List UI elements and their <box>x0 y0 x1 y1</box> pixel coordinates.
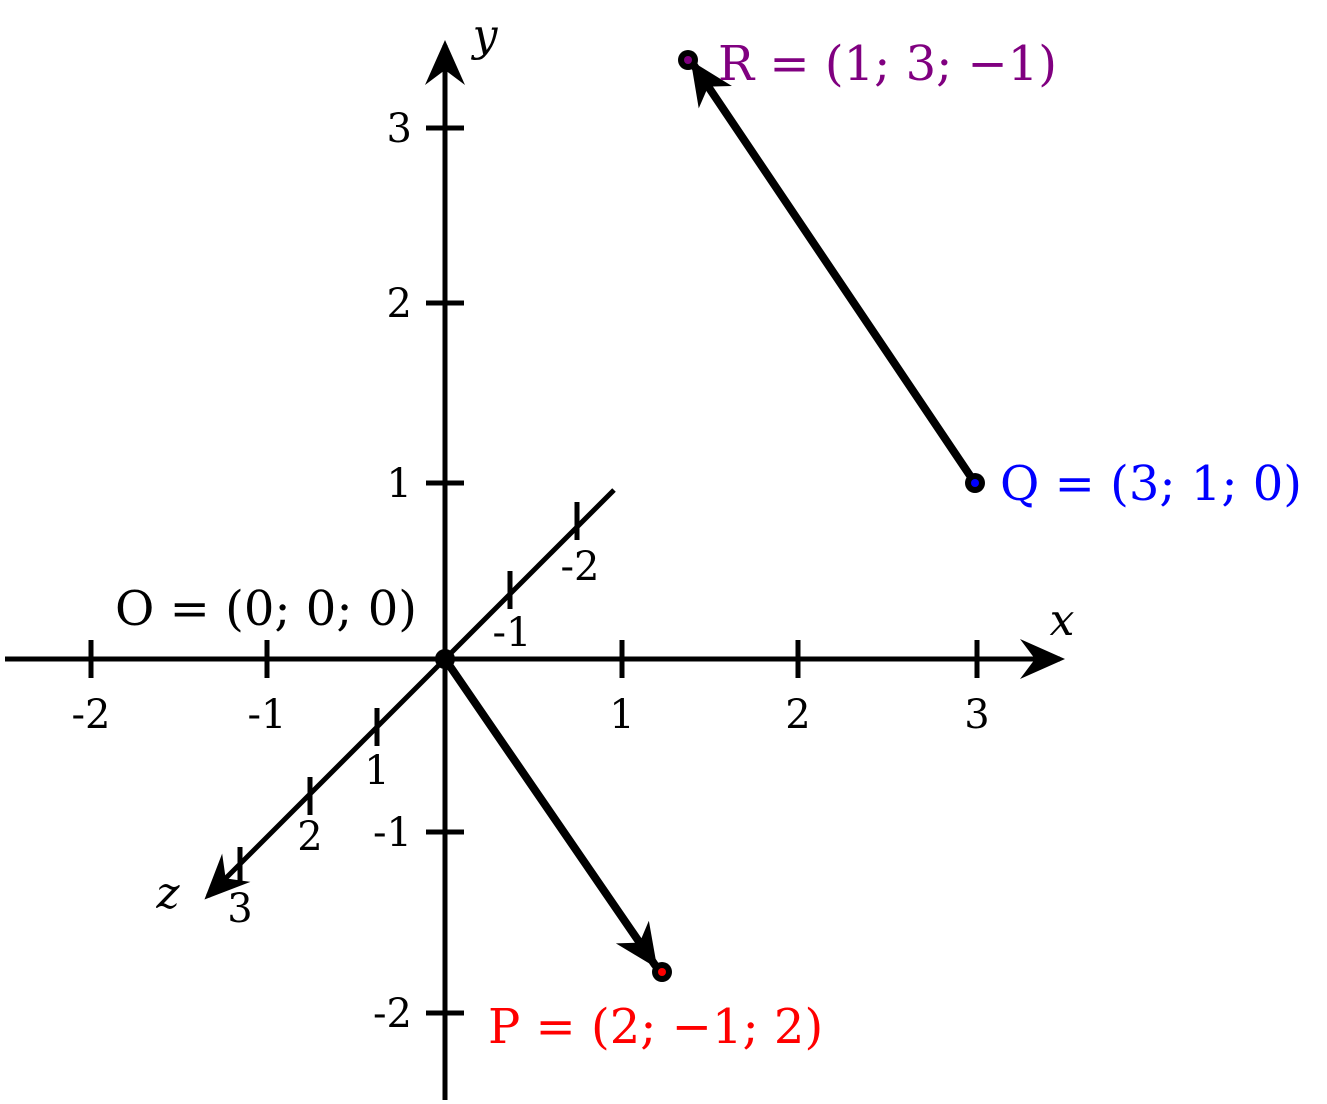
x-tick-label: 1 <box>609 692 634 738</box>
y-axis-label: y <box>471 10 499 61</box>
point-q <box>971 479 979 487</box>
x-tick-label: 3 <box>964 692 989 738</box>
z-axis-label: z <box>155 868 180 919</box>
z-tick-label: -1 <box>493 610 532 656</box>
point-p <box>658 968 666 976</box>
x-tick-label: 2 <box>785 692 810 738</box>
vector-op <box>441 655 659 969</box>
y-tick-label: -1 <box>373 810 412 856</box>
point-p-label: P = (2; −1; 2) <box>488 999 823 1055</box>
z-tick-label: 3 <box>227 886 252 932</box>
z-tick-label: -2 <box>561 544 600 590</box>
x-axis-label: x <box>1050 595 1075 646</box>
vector-qr <box>689 60 979 487</box>
point-o-label: O = (0; 0; 0) <box>115 581 417 637</box>
z-tick-label: 2 <box>297 814 322 860</box>
y-ticks: 3 2 1 -1 -2 <box>373 106 464 1037</box>
x-tick-label: -1 <box>248 692 287 738</box>
z-axis-positive <box>204 657 447 900</box>
point-r-label: R = (1; 3; −1) <box>718 36 1057 92</box>
x-tick-label: -2 <box>72 692 111 738</box>
y-tick-label: 3 <box>387 106 412 152</box>
z-axis-negative <box>443 488 616 661</box>
point-o <box>435 649 455 669</box>
z-tick-label: 1 <box>364 748 389 794</box>
z-ticks: -2 -1 1 2 3 <box>227 502 599 932</box>
y-tick-label: -2 <box>373 991 412 1037</box>
x-ticks: -2 -1 1 2 3 <box>72 640 990 738</box>
y-tick-label: 1 <box>387 461 412 507</box>
point-q-label: Q = (3; 1; 0) <box>1000 456 1302 512</box>
point-r <box>684 56 692 64</box>
y-tick-label: 2 <box>387 281 412 327</box>
